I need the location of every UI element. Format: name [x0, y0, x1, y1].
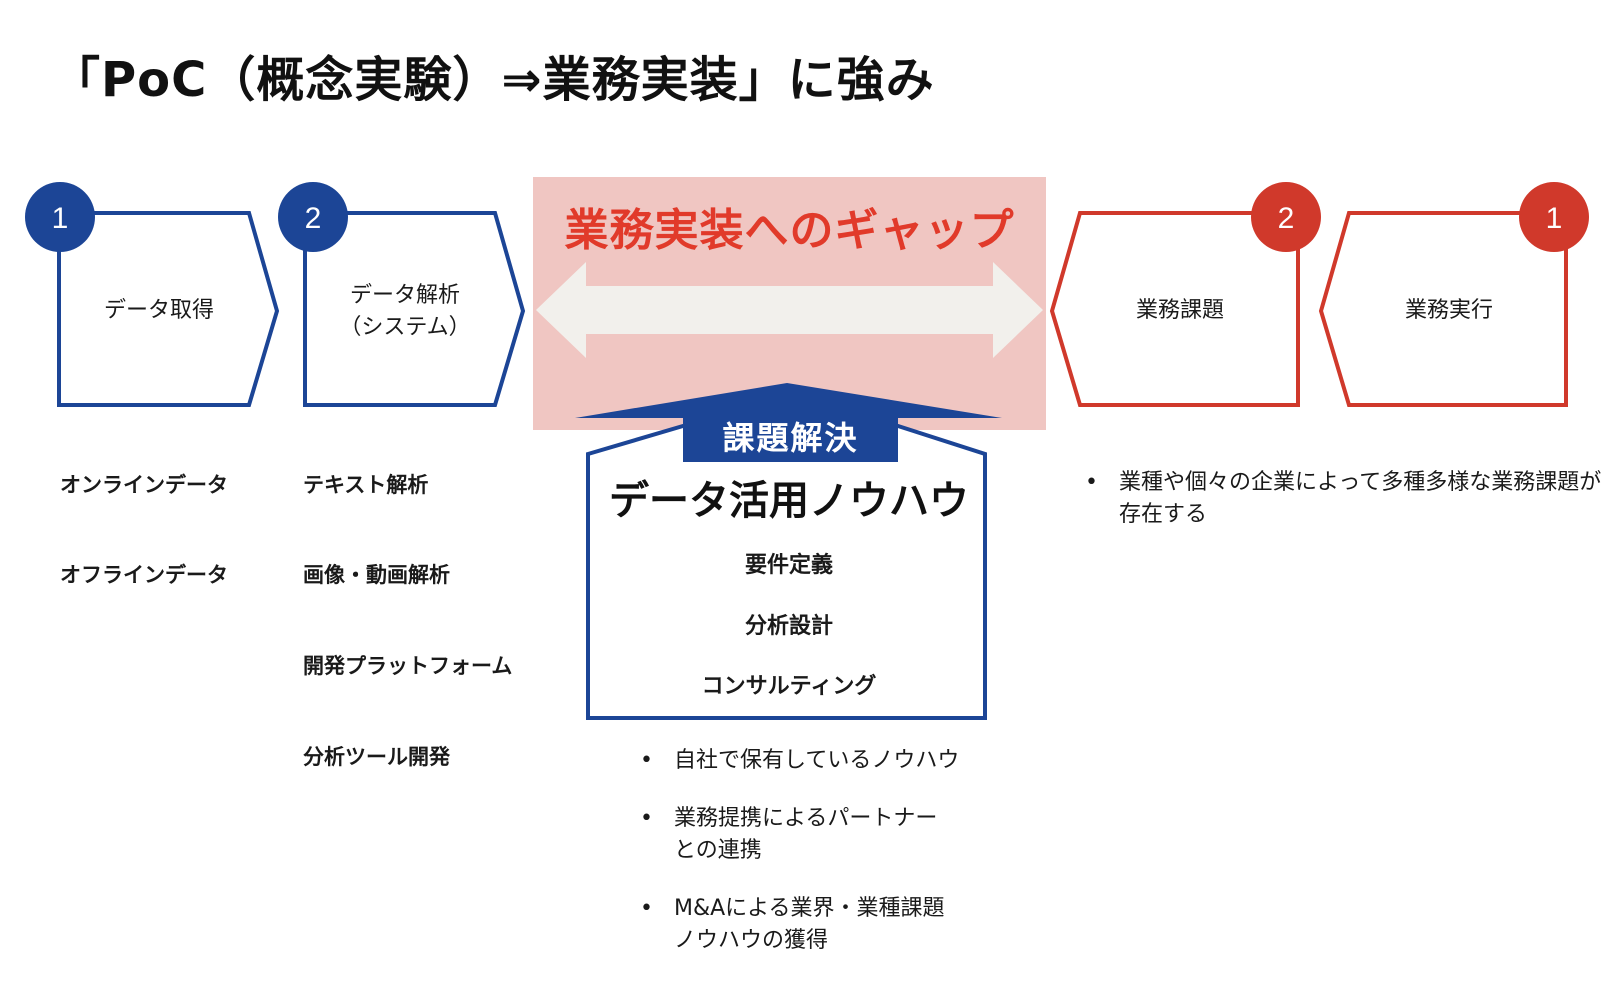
solution-item-analysis-design: 分析設計	[744, 614, 833, 639]
page-title: 「PoC（概念実験）⇒業務実装」に強み	[52, 52, 935, 108]
stage-label-business-issue: 業務課題	[1135, 298, 1224, 323]
business-issue-bullet-list: 業種や個々の企業によって多種多様な業務課題が存在する	[1085, 467, 1605, 531]
business-issue-bullet: 業種や個々の企業によって多種多様な業務課題が存在する	[1085, 467, 1605, 531]
stage2-item-image-video-analysis: 画像・動画解析	[303, 563, 450, 587]
stage-1-data-acquisition-shape	[57, 211, 280, 407]
solution-bullet-list: 自社で保有しているノウハウ 業務提携によるパートナー との連携 M&Aによる業界…	[640, 745, 1000, 983]
badge-circle-right-1	[1519, 182, 1589, 252]
stage2-item-dev-platform: 開発プラットフォーム	[303, 654, 513, 678]
stage-2-data-analysis-shape	[303, 211, 526, 407]
stage2-item-analysis-tool-dev: 分析ツール開発	[303, 745, 450, 769]
badge-number-left-1: 1	[52, 202, 69, 235]
solution-up-arrow	[575, 383, 1002, 418]
solution-item-consulting: コンサルティング	[701, 674, 877, 699]
solution-bullet-partner: 業務提携によるパートナー との連携	[640, 803, 1000, 867]
solution-label: 課題解決	[722, 419, 859, 457]
solution-title: データ活用ノウハウ	[609, 478, 969, 524]
badge-number-right-1: 1	[1546, 202, 1563, 235]
badge-circle-left-1	[25, 182, 95, 252]
stage1-item-online-data: オンラインデータ	[60, 473, 228, 497]
badge-number-left-2: 2	[305, 202, 322, 235]
badge-circle-right-2	[1251, 182, 1321, 252]
stage-label-data-acquisition: データ取得	[103, 298, 214, 323]
stage-label-data-analysis: データ解析 （システム）	[339, 283, 471, 340]
gap-double-arrow	[536, 262, 1043, 358]
badge-circle-left-2	[278, 182, 348, 252]
badge-number-right-2: 2	[1278, 202, 1295, 235]
stage-label-business-execution: 業務実行	[1404, 298, 1493, 323]
solution-label-box	[683, 414, 898, 462]
stage1-item-offline-data: オフラインデータ	[60, 563, 228, 587]
gap-title: 業務実装へのギャップ	[564, 205, 1015, 256]
solution-item-requirements: 要件定義	[744, 553, 833, 578]
solution-bullet-own-knowhow: 自社で保有しているノウハウ	[640, 745, 1000, 777]
stage2-item-text-analysis: テキスト解析	[303, 473, 429, 497]
solution-bullet-ma: M&Aによる業界・業種課題 ノウハウの獲得	[640, 893, 1000, 957]
